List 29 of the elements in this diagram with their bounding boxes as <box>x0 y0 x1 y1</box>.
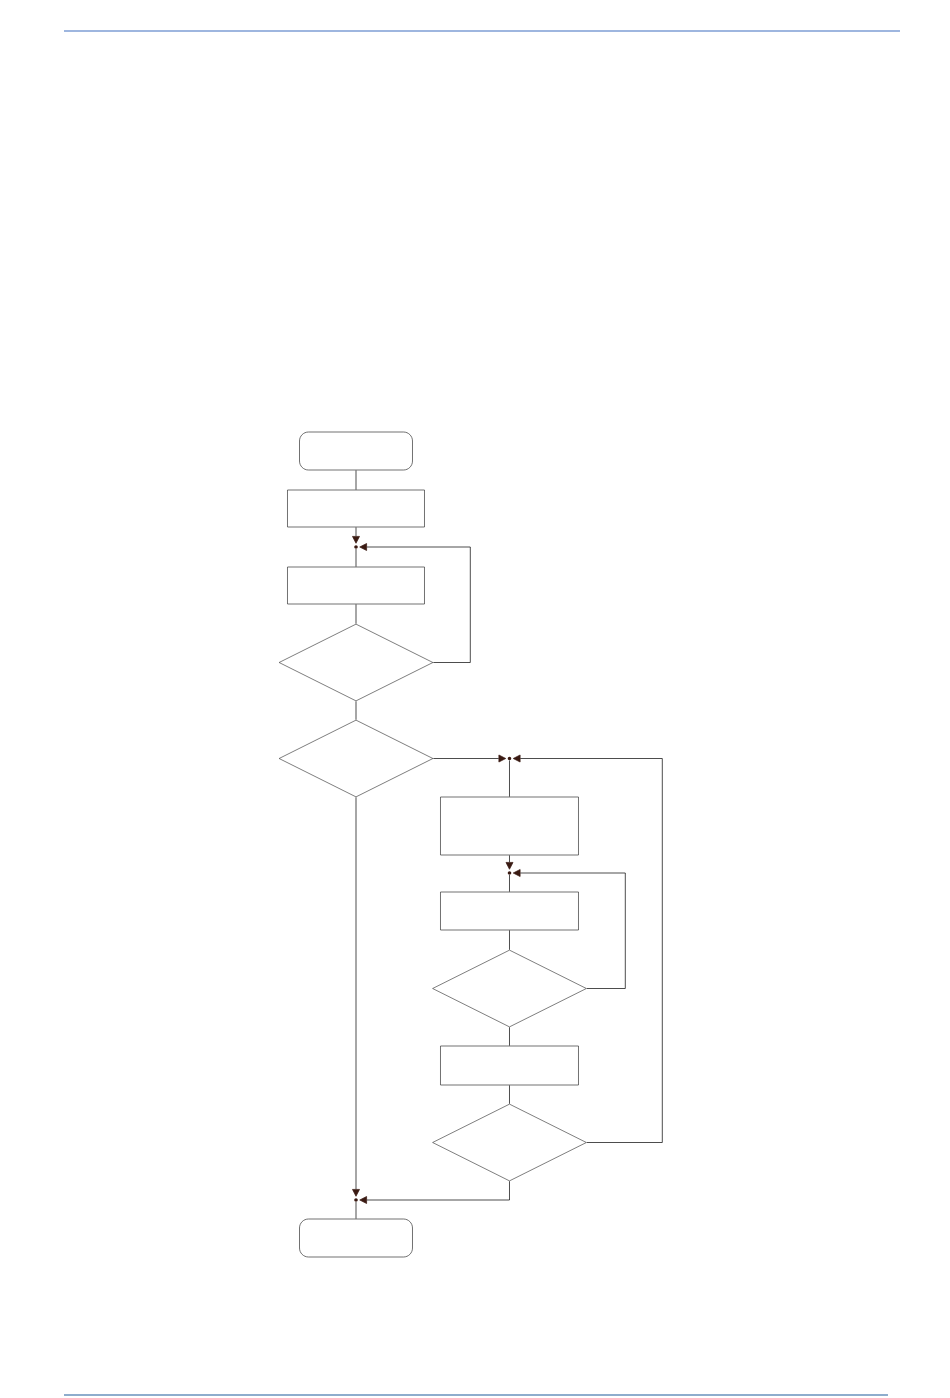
connector-line <box>509 760 510 797</box>
connector-line <box>355 604 357 625</box>
process-box <box>440 796 579 856</box>
connector-line <box>355 470 357 490</box>
process-box <box>440 891 579 931</box>
arrow <box>352 527 360 544</box>
decision-diamond <box>278 623 434 702</box>
connector-line <box>355 700 357 721</box>
arrow <box>505 855 514 870</box>
connector-line <box>355 548 357 567</box>
decision-diamond <box>432 1103 587 1182</box>
arrow <box>432 754 507 763</box>
connector-line <box>355 1201 357 1219</box>
connector-line <box>509 930 510 951</box>
arrow <box>359 1180 510 1204</box>
decision-diamond <box>278 719 434 798</box>
arrow <box>512 869 626 989</box>
rounded-box <box>299 1218 413 1258</box>
process-box <box>287 489 425 528</box>
decision-diamond <box>432 949 587 1028</box>
rounded-box <box>299 431 413 471</box>
process-box <box>440 1045 579 1086</box>
arrow <box>352 796 360 1197</box>
connector-line <box>509 1085 510 1105</box>
arrow <box>512 754 663 1143</box>
process-box <box>287 566 425 605</box>
connector-line <box>509 1026 510 1046</box>
arrow <box>359 543 471 663</box>
connector-line <box>509 874 510 892</box>
